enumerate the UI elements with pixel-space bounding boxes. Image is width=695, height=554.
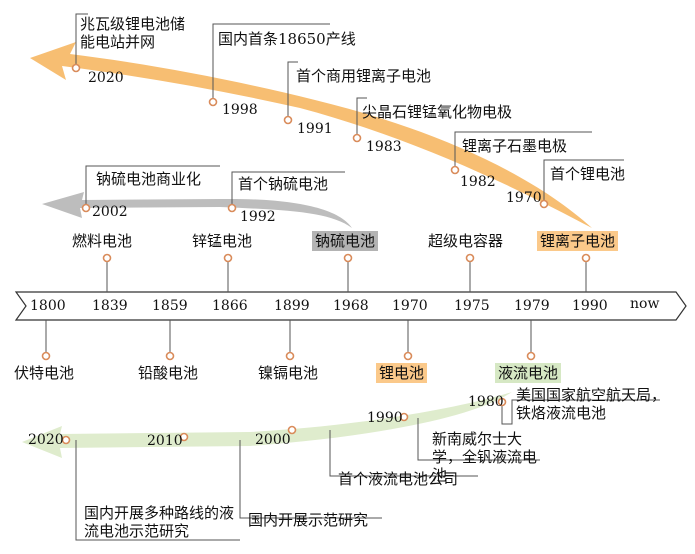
nas-year-1992: 1992 [240, 209, 276, 225]
nas-event-1992: 首个钠硫电池 [238, 175, 329, 193]
flow-year-2020: 2020 [28, 432, 64, 448]
dot-flow [526, 351, 536, 361]
liion-year-1983: 1983 [366, 139, 402, 155]
flow-event-1990: 新南威尔士大学，全钒液流电池 [432, 430, 538, 484]
type-volta: 伏特电池 [14, 364, 75, 382]
dot-nicd [285, 351, 295, 361]
dot-volta [41, 351, 51, 361]
flow-event-1980: 美国国家航空航天局，铁烙液流电池 [516, 386, 667, 422]
dot-leadacid [165, 351, 175, 361]
axis-year-1866: 1866 [212, 298, 248, 314]
liion-event-1970: 首个锂电池 [550, 165, 626, 183]
type-lithium: 锂电池 [376, 363, 428, 383]
flow-event-2020: 国内开展多种路线的液流电池示范研究 [84, 504, 235, 540]
type-fuel-cell: 燃料电池 [72, 232, 133, 250]
axis-year-1968: 1968 [333, 298, 369, 314]
type-sodium-sulfur: 钠硫电池 [312, 231, 379, 251]
dot-fuel [102, 253, 112, 263]
liion-arrow [30, 42, 592, 228]
dot-lithium [403, 351, 413, 361]
axis-year-1975: 1975 [454, 298, 490, 314]
axis-year-1899: 1899 [274, 298, 310, 314]
liion-year-1991: 1991 [297, 121, 333, 137]
dot-li-1970 [539, 199, 549, 209]
flow-year-1980: 1980 [468, 394, 504, 410]
axis-year-1990: 1990 [572, 298, 608, 314]
type-lead-acid: 铅酸电池 [138, 364, 199, 382]
flow-arrow [22, 392, 512, 458]
nas-year-2002: 2002 [92, 204, 128, 220]
liion-year-1998: 1998 [222, 102, 258, 118]
axis-end-label: now [630, 296, 660, 312]
type-supercapacitor: 超级电容器 [428, 232, 504, 250]
dot-li-1991 [283, 115, 293, 125]
liion-event-1983: 尖晶石锂锰氧化物电极 [362, 103, 513, 121]
flow-event-2000: 首个液流电池公司 [338, 470, 459, 488]
liion-year-2020: 2020 [88, 70, 124, 86]
liion-year-1982: 1982 [460, 174, 496, 190]
liion-event-2020: 兆瓦级锂电池储能电站并网 [80, 15, 186, 51]
dot-supercap [465, 253, 475, 263]
dot-flow-1980 [497, 397, 507, 407]
type-lithium-ion: 锂离子电池 [537, 231, 619, 251]
nas-arrow [42, 192, 352, 228]
type-nickel-cadmium: 镍镉电池 [258, 364, 319, 382]
dot-flow-2010 [179, 432, 189, 442]
nas-event-2002: 钠硫电池商业化 [96, 170, 202, 188]
dot-li-1982 [450, 165, 460, 175]
liion-event-1991: 首个商用锂离子电池 [296, 67, 432, 85]
dot-li-1983 [352, 133, 362, 143]
type-flow: 液流电池 [495, 363, 562, 383]
axis-year-1800: 1800 [30, 298, 66, 314]
type-zinc-manganese: 锌锰电池 [192, 232, 253, 250]
axis-year-1859: 1859 [152, 298, 188, 314]
dot-flow-1990 [399, 412, 409, 422]
dot-nas [343, 253, 353, 263]
axis-year-1979: 1979 [514, 298, 550, 314]
dot-li-1998 [208, 97, 218, 107]
dot-nas-1992 [227, 203, 237, 213]
liion-year-1970: 1970 [506, 190, 542, 206]
axis-year-1839: 1839 [92, 298, 128, 314]
liion-event-1982: 锂离子石墨电极 [462, 137, 568, 155]
dot-li-2020 [71, 63, 81, 73]
dot-flow-2020 [61, 435, 71, 445]
dot-liion [581, 253, 591, 263]
flow-event-2010: 国内开展示范研究 [248, 511, 369, 529]
flow-year-2010: 2010 [147, 433, 183, 449]
flow-year-2000: 2000 [255, 432, 291, 448]
dot-znmn [223, 253, 233, 263]
flow-year-1990: 1990 [367, 410, 403, 426]
axis-year-1970: 1970 [392, 298, 428, 314]
liion-event-1998: 国内首条18650产线 [218, 30, 356, 48]
dot-flow-2000 [287, 425, 297, 435]
main-axis-arrow [14, 291, 687, 321]
dot-nas-2002 [81, 203, 91, 213]
